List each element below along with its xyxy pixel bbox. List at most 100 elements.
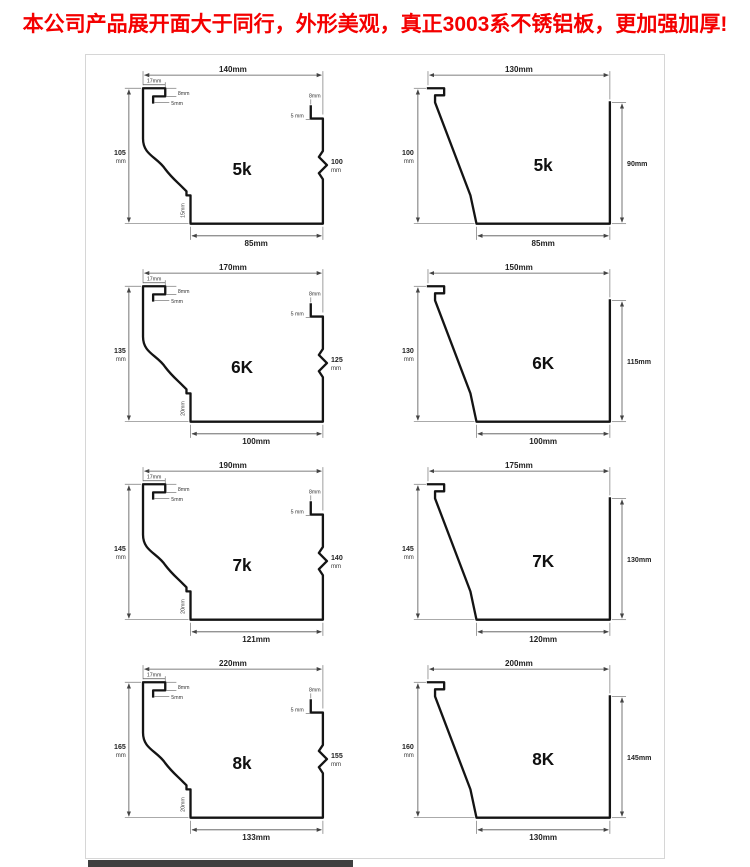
- diagram-panel-6k-right: 150mm 130 mm 115mm 6K 100mm: [392, 260, 660, 452]
- corner-height-dim: 20mm: [180, 797, 186, 812]
- gutter-outline: [414, 467, 626, 636]
- gutter-outline: [414, 269, 626, 438]
- right-lip-width-dim: 5 mm: [291, 312, 305, 318]
- size-label: 5k: [534, 155, 554, 175]
- hook-width-dim: 17mm: [147, 673, 162, 679]
- bottom-width-dim: 85mm: [245, 239, 268, 248]
- corner-height-dim: 15mm: [180, 203, 186, 218]
- size-label: 7k: [233, 555, 253, 575]
- inner-height-unit: mm: [331, 564, 341, 570]
- gutter-outline: [125, 467, 327, 636]
- diagram-panel-8k-right: 200mm 160 mm 145mm 8K 130mm: [392, 656, 660, 848]
- height-dim-value: 130: [402, 348, 414, 355]
- hook-lip-dim: 5mm: [171, 695, 183, 701]
- hook-lip-dim: 5mm: [171, 299, 183, 305]
- hook-width-dim: 17mm: [147, 277, 162, 283]
- headline-banner: 本公司产品展开面大于同行，外形美观，真正3003系不锈铝板，更加强加厚!: [22, 13, 728, 36]
- bottom-width-dim: 120mm: [529, 635, 557, 644]
- height-dim-value: 105: [114, 150, 126, 157]
- top-width-dim: 130mm: [505, 65, 533, 74]
- box-gutter-drawing-5k: 130mm 100 mm 90mm 5k 85mm: [402, 65, 647, 248]
- bottom-width-dim: 121mm: [242, 635, 270, 644]
- gutter-outline: [125, 71, 327, 240]
- size-label: 8K: [532, 749, 555, 769]
- height-dim-unit: mm: [404, 159, 414, 165]
- hook-width-dim: 17mm: [147, 79, 162, 85]
- hook-lip-dim: 5mm: [171, 101, 183, 107]
- height-dim-value: 145: [402, 546, 414, 553]
- height-dim-unit: mm: [116, 555, 126, 561]
- k-style-gutter-drawing-7k: 190mm 145 mm 17mm 8mm 5mm 8mm 5 mm 7k 14…: [114, 461, 343, 644]
- inner-height-value: 100: [331, 159, 343, 166]
- bottom-width-dim: 100mm: [242, 437, 270, 446]
- bottom-width-dim: 85mm: [531, 239, 554, 248]
- diagram-panel-5k-left: 140mm 105 mm 17mm 8mm 5mm 8mm 5 mm 5k 10…: [101, 62, 373, 254]
- bottom-width-dim: 130mm: [529, 833, 557, 842]
- hook-width-dim: 17mm: [147, 475, 162, 481]
- gutter-outline: [414, 71, 626, 240]
- top-width-dim: 170mm: [219, 263, 247, 272]
- corner-height-dim: 20mm: [180, 599, 186, 614]
- diagram-panel-6k-left: 170mm 135 mm 17mm 8mm 5mm 8mm 5 mm 6K 12…: [101, 260, 373, 452]
- right-height-dim: 115mm: [627, 359, 651, 366]
- top-width-dim: 220mm: [219, 659, 247, 668]
- k-style-gutter-drawing-8k: 220mm 165 mm 17mm 8mm 5mm 8mm 5 mm 8k 15…: [114, 659, 343, 842]
- right-height-dim: 145mm: [627, 755, 651, 762]
- box-gutter-drawing-6k: 150mm 130 mm 115mm 6K 100mm: [402, 263, 651, 446]
- height-dim-unit: mm: [116, 753, 126, 759]
- diagram-grid-frame: 140mm 105 mm 17mm 8mm 5mm 8mm 5 mm 5k 10…: [85, 54, 665, 859]
- box-gutter-drawing-8k: 200mm 160 mm 145mm 8K 130mm: [402, 659, 651, 842]
- height-dim-value: 165: [114, 744, 126, 751]
- hook-step-dim: 8mm: [178, 487, 190, 493]
- right-lip-height-dim: 8mm: [309, 93, 321, 99]
- height-dim-value: 135: [114, 348, 126, 355]
- height-dim-value: 145: [114, 546, 126, 553]
- right-lip-width-dim: 5 mm: [291, 708, 305, 714]
- diagram-panel-7k-left: 190mm 145 mm 17mm 8mm 5mm 8mm 5 mm 7k 14…: [101, 458, 373, 650]
- size-label: 8k: [233, 753, 253, 773]
- bottom-dark-strip: [88, 860, 353, 867]
- height-dim-value: 100: [402, 150, 414, 157]
- right-lip-width-dim: 5 mm: [291, 510, 305, 516]
- corner-height-dim: 20mm: [180, 401, 186, 416]
- k-style-gutter-drawing-5k: 140mm 105 mm 17mm 8mm 5mm 8mm 5 mm 5k 10…: [114, 65, 343, 248]
- top-width-dim: 140mm: [219, 65, 247, 74]
- top-width-dim: 190mm: [219, 461, 247, 470]
- top-width-dim: 150mm: [505, 263, 533, 272]
- diagram-panel-7k-right: 175mm 145 mm 130mm 7K 120mm: [392, 458, 660, 650]
- gutter-outline: [125, 665, 327, 834]
- inner-height-unit: mm: [331, 168, 341, 174]
- height-dim-unit: mm: [116, 159, 126, 165]
- inner-height-value: 125: [331, 357, 343, 364]
- box-gutter-drawing-7k: 175mm 145 mm 130mm 7K 120mm: [402, 461, 651, 644]
- size-label: 7K: [532, 551, 555, 571]
- diagram-panel-5k-right: 130mm 100 mm 90mm 5k 85mm: [392, 62, 660, 254]
- hook-lip-dim: 5mm: [171, 497, 183, 503]
- inner-height-value: 140: [331, 555, 343, 562]
- top-width-dim: 200mm: [505, 659, 533, 668]
- height-dim-unit: mm: [404, 753, 414, 759]
- gutter-outline: [125, 269, 327, 438]
- k-style-gutter-drawing-6k: 170mm 135 mm 17mm 8mm 5mm 8mm 5 mm 6K 12…: [114, 263, 343, 446]
- height-dim-unit: mm: [404, 357, 414, 363]
- right-lip-height-dim: 8mm: [309, 687, 321, 693]
- hook-step-dim: 8mm: [178, 289, 190, 295]
- hook-step-dim: 8mm: [178, 91, 190, 97]
- gutter-outline: [414, 665, 626, 834]
- top-width-dim: 175mm: [505, 461, 533, 470]
- size-label: 5k: [233, 159, 253, 179]
- inner-height-value: 155: [331, 753, 343, 760]
- height-dim-unit: mm: [116, 357, 126, 363]
- right-lip-height-dim: 8mm: [309, 489, 321, 495]
- inner-height-unit: mm: [331, 762, 341, 768]
- height-dim-value: 160: [402, 744, 414, 751]
- size-label: 6K: [532, 353, 555, 373]
- inner-height-unit: mm: [331, 366, 341, 372]
- bottom-width-dim: 100mm: [529, 437, 557, 446]
- right-height-dim: 130mm: [627, 557, 651, 564]
- right-lip-height-dim: 8mm: [309, 291, 321, 297]
- right-height-dim: 90mm: [627, 161, 647, 168]
- right-lip-width-dim: 5 mm: [291, 114, 305, 120]
- hook-step-dim: 8mm: [178, 685, 190, 691]
- diagram-panel-8k-left: 220mm 165 mm 17mm 8mm 5mm 8mm 5 mm 8k 15…: [101, 656, 373, 848]
